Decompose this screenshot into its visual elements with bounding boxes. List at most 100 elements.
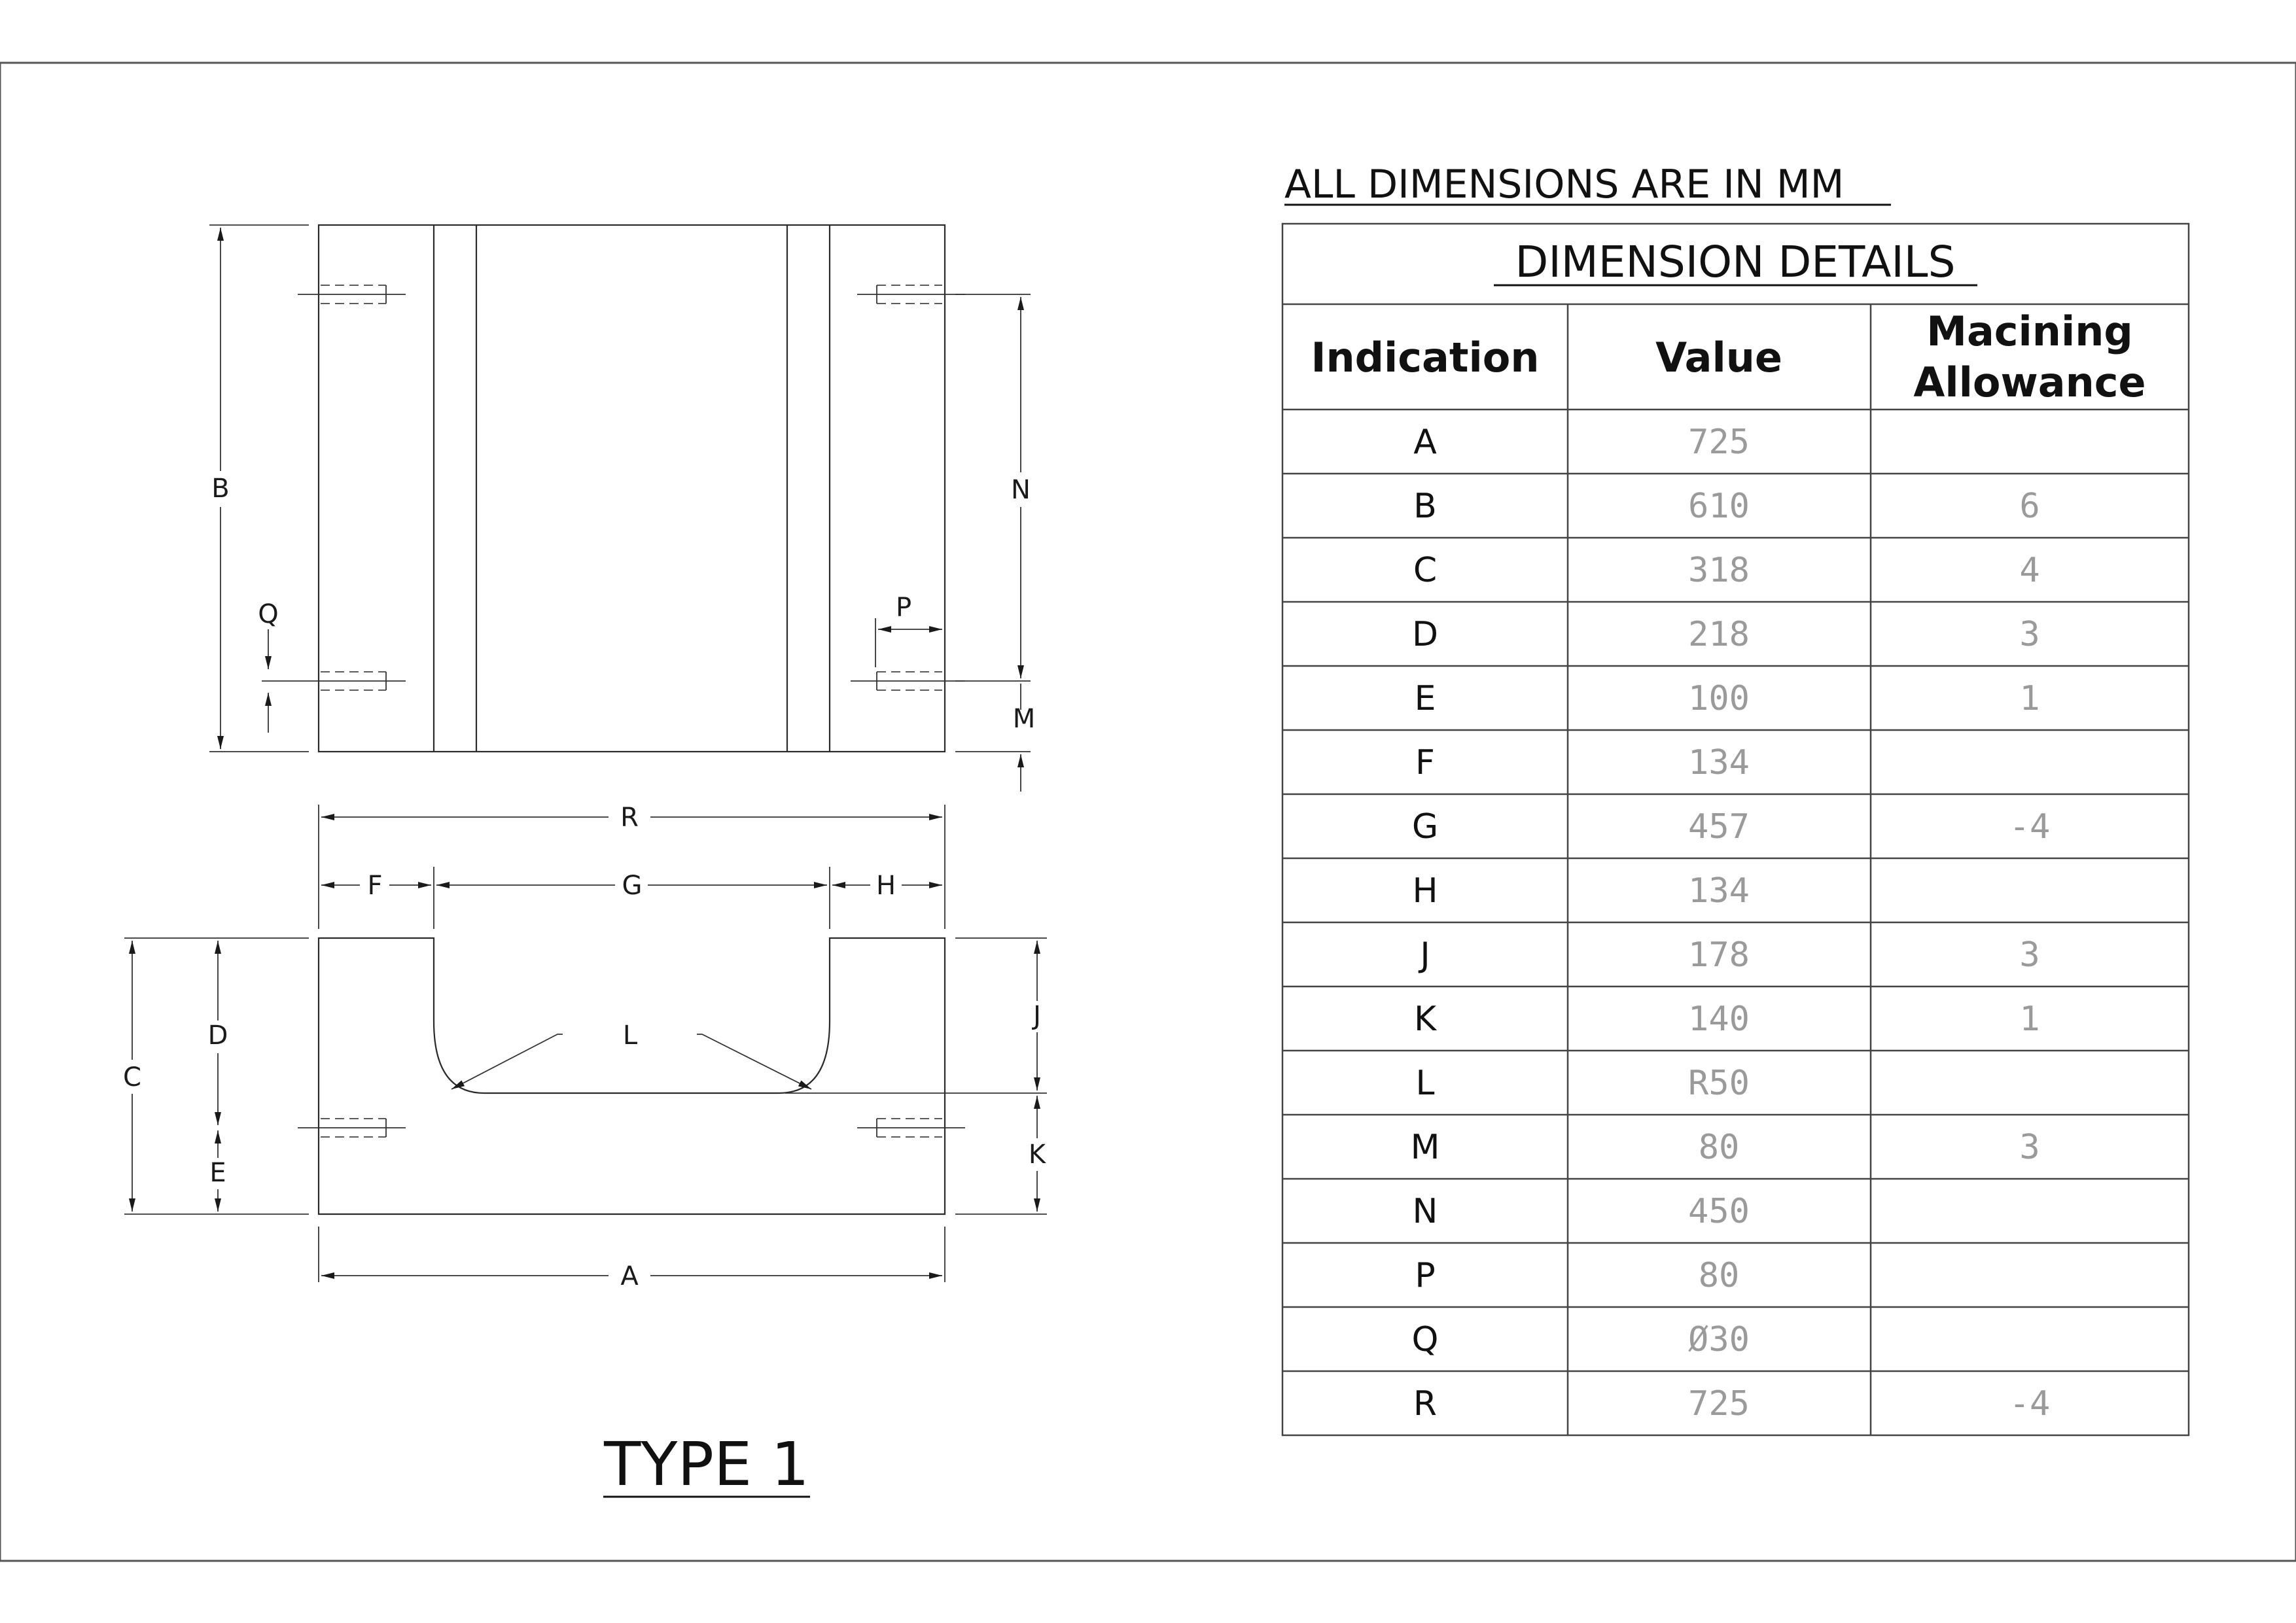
table-row: P 80 bbox=[1282, 1256, 2189, 1308]
hidden-hole bbox=[298, 285, 406, 304]
cell-indication: R bbox=[1413, 1384, 1437, 1423]
dimension-l: L bbox=[451, 1021, 812, 1090]
cell-indication: B bbox=[1413, 487, 1437, 526]
cell-allowance: -4 bbox=[2009, 1384, 2051, 1423]
cell-value: 140 bbox=[1688, 1000, 1750, 1039]
cell-indication: E bbox=[1415, 679, 1436, 718]
table-row: G 457 -4 bbox=[1282, 807, 2189, 860]
dim-label-j: J bbox=[1031, 1001, 1041, 1031]
cell-value: 134 bbox=[1688, 743, 1750, 782]
cell-allowance: 3 bbox=[2019, 935, 2040, 975]
cell-value: 80 bbox=[1699, 1128, 1740, 1167]
dim-label-k: K bbox=[1029, 1140, 1047, 1170]
table-outline bbox=[1281, 222, 2190, 1437]
cell-allowance: 4 bbox=[2019, 551, 2040, 590]
cell-value: 178 bbox=[1688, 935, 1750, 975]
cell-indication: N bbox=[1413, 1192, 1438, 1231]
dim-label-e: E bbox=[209, 1158, 226, 1188]
dimension-m: M bbox=[955, 684, 1035, 792]
cell-value: 725 bbox=[1688, 1384, 1750, 1423]
cell-value: 134 bbox=[1688, 871, 1750, 911]
table-row: D 218 3 bbox=[1282, 615, 2189, 667]
cell-indication: C bbox=[1413, 551, 1437, 590]
table-row: M 80 3 bbox=[1282, 1128, 2189, 1180]
dim-label-l: L bbox=[623, 1021, 638, 1051]
top-view: B N M P Q bbox=[209, 224, 1035, 792]
cell-allowance: -4 bbox=[2009, 807, 2051, 846]
cell-indication: H bbox=[1412, 871, 1438, 911]
front-view: R F G H C bbox=[123, 803, 1047, 1291]
cell-value: 457 bbox=[1688, 807, 1750, 846]
cell-value: 610 bbox=[1688, 487, 1750, 526]
header-indication: Indication bbox=[1311, 334, 1539, 381]
dim-label-q: Q bbox=[258, 599, 278, 629]
cell-value: Ø30 bbox=[1688, 1320, 1750, 1359]
units-note: ALL DIMENSIONS ARE IN MM bbox=[1284, 162, 1844, 207]
cell-indication: A bbox=[1413, 423, 1437, 462]
table-row: B 610 6 bbox=[1282, 487, 2189, 539]
cell-indication: P bbox=[1415, 1256, 1435, 1295]
table-row: A 725 bbox=[1282, 423, 2189, 475]
header-allowance-line2: Allowance bbox=[1913, 358, 2146, 406]
drawing-title: TYPE 1 bbox=[603, 1429, 809, 1499]
cell-value: R50 bbox=[1688, 1064, 1750, 1103]
dim-label-d: D bbox=[208, 1021, 228, 1051]
hidden-hole bbox=[262, 671, 406, 691]
dimension-table: DIMENSION DETAILS Indication Value Macin… bbox=[1281, 222, 2190, 1437]
table-row: K 140 1 bbox=[1282, 1000, 2189, 1052]
cell-allowance: 3 bbox=[2019, 1128, 2040, 1167]
table-row: E 100 1 bbox=[1282, 679, 2189, 731]
cell-allowance: 1 bbox=[2019, 679, 2040, 718]
dim-label-r: R bbox=[620, 803, 639, 833]
sheet-border bbox=[0, 61, 2296, 1562]
dim-label-c: C bbox=[123, 1062, 141, 1092]
table-row: R 725 -4 bbox=[1413, 1384, 2050, 1423]
dimension-q: Q bbox=[258, 599, 279, 733]
cell-value: 80 bbox=[1699, 1256, 1740, 1295]
cell-allowance: 6 bbox=[2019, 487, 2040, 526]
cell-value: 318 bbox=[1688, 551, 1750, 590]
hidden-hole bbox=[857, 1118, 965, 1138]
table-row: C 318 4 bbox=[1282, 551, 2189, 603]
table-row: F 134 bbox=[1282, 743, 2189, 795]
dimension-c: C bbox=[123, 937, 309, 1215]
dimension-j-k: J K bbox=[785, 937, 1047, 1215]
cell-indication: L bbox=[1416, 1064, 1435, 1103]
header-allowance-line1: Macining bbox=[1926, 307, 2132, 355]
hidden-hole bbox=[298, 1118, 406, 1138]
cell-value: 218 bbox=[1688, 615, 1750, 654]
table-row: L R50 bbox=[1282, 1064, 2189, 1116]
front-view-outline bbox=[317, 937, 946, 1215]
dimension-n: N bbox=[955, 294, 1031, 682]
cell-indication: K bbox=[1414, 1000, 1438, 1039]
dim-label-p: P bbox=[896, 593, 911, 623]
dim-label-f: F bbox=[367, 871, 382, 901]
dim-label-b: B bbox=[211, 474, 229, 504]
dimension-d-e: D E bbox=[208, 941, 228, 1212]
cell-value: 100 bbox=[1688, 679, 1750, 718]
table-title: DIMENSION DETAILS bbox=[1515, 237, 1956, 287]
hidden-hole bbox=[857, 285, 965, 304]
cell-indication: M bbox=[1411, 1128, 1440, 1167]
cell-value: 725 bbox=[1688, 423, 1750, 462]
table-row: H 134 bbox=[1282, 871, 2189, 924]
dimension-b: B bbox=[209, 224, 309, 752]
cell-indication: F bbox=[1415, 743, 1435, 782]
dimension-r: R bbox=[318, 803, 945, 929]
dim-label-g: G bbox=[622, 871, 643, 901]
dim-label-a: A bbox=[620, 1261, 639, 1291]
cell-indication: G bbox=[1412, 807, 1438, 846]
hidden-hole bbox=[851, 671, 965, 691]
dimension-a: A bbox=[318, 1227, 945, 1291]
cell-allowance: 1 bbox=[2019, 1000, 2040, 1039]
dim-label-h: H bbox=[876, 871, 896, 901]
cell-allowance: 3 bbox=[2019, 615, 2040, 654]
cell-indication: D bbox=[1412, 615, 1438, 654]
dim-label-n: N bbox=[1011, 475, 1031, 505]
top-view-outline bbox=[317, 224, 946, 753]
